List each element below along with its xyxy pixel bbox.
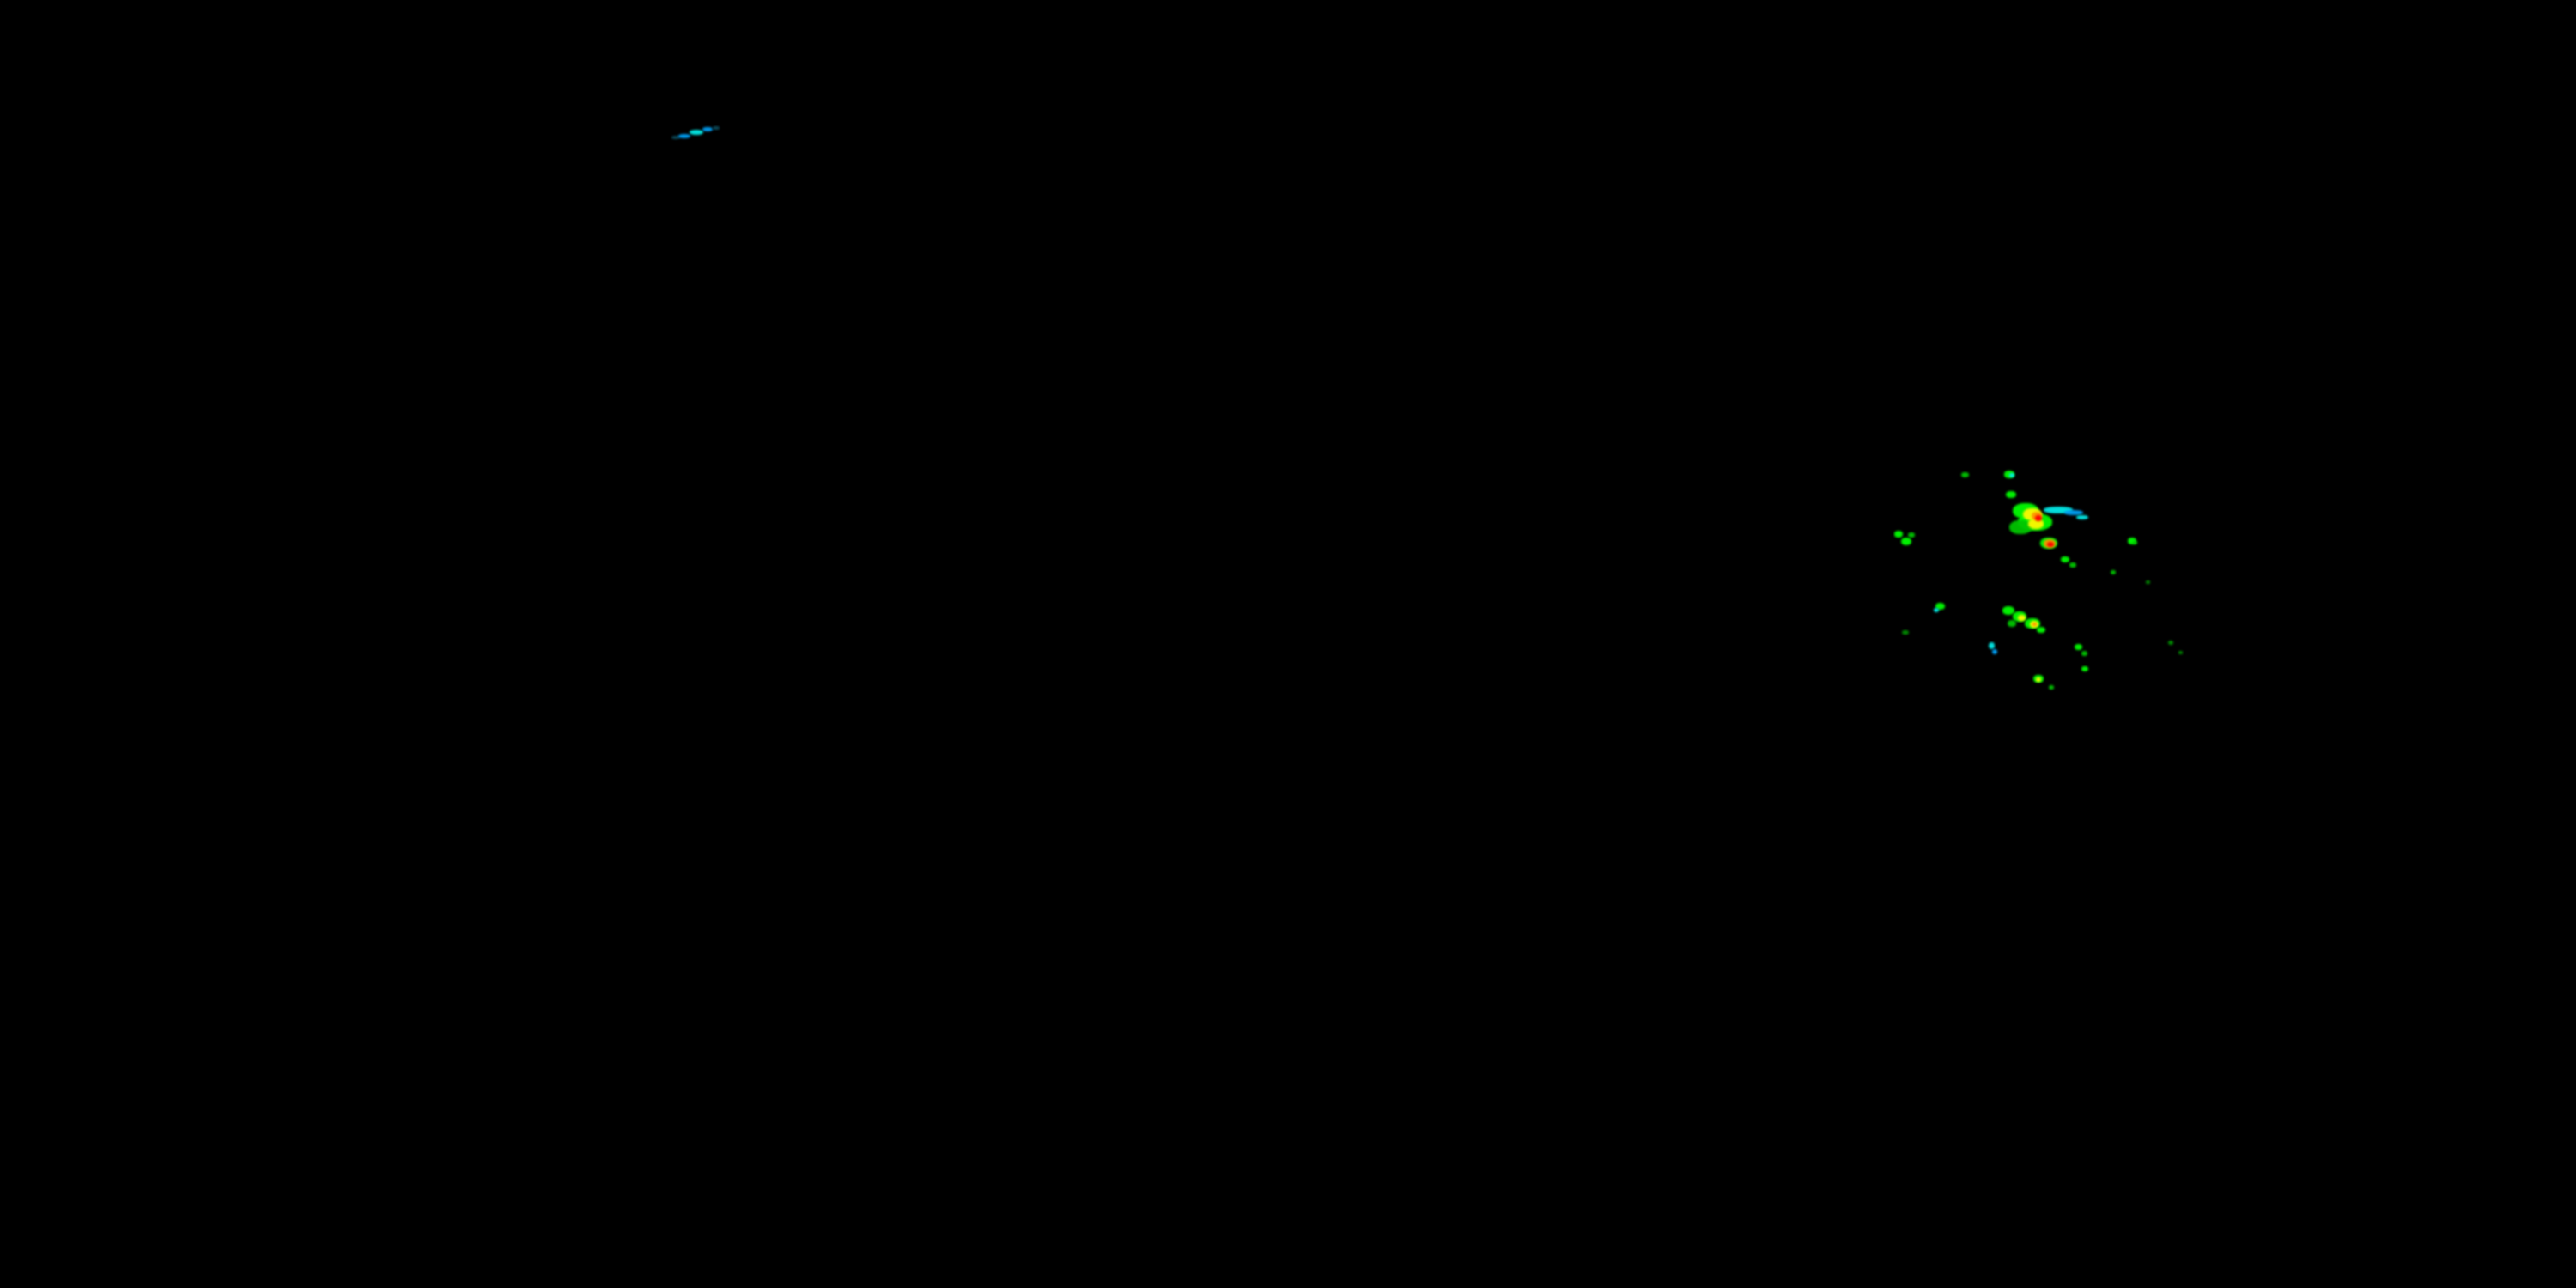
radar-cell bbox=[1908, 532, 1915, 538]
radar-cell bbox=[2146, 580, 2150, 584]
radar-cell bbox=[1902, 630, 1909, 635]
radar-cell bbox=[2035, 515, 2042, 521]
radar-cell bbox=[2061, 556, 2069, 562]
radar-cell bbox=[2049, 685, 2054, 690]
radar-cell bbox=[2002, 606, 2014, 615]
radar-cell bbox=[2128, 538, 2136, 544]
radar-cell bbox=[678, 134, 690, 138]
radar-cell bbox=[2111, 570, 2116, 574]
radar-cell bbox=[2133, 541, 2137, 544]
radar-cell bbox=[1989, 642, 1995, 649]
radar-cell bbox=[2064, 510, 2083, 515]
radar-cell bbox=[2009, 520, 2032, 534]
radar-cell bbox=[2028, 519, 2044, 529]
radar-cell bbox=[1934, 608, 1939, 612]
radar-cell bbox=[2081, 666, 2088, 671]
radar-cell bbox=[1901, 538, 1911, 545]
radar-cell bbox=[2036, 677, 2041, 682]
radar-cell bbox=[2006, 491, 2016, 498]
radar-cell bbox=[702, 127, 713, 131]
radar-cell bbox=[2168, 641, 2173, 645]
radar-cell bbox=[2008, 620, 2016, 627]
radar-cell bbox=[2044, 507, 2073, 513]
radar-cell bbox=[1935, 603, 1945, 610]
radar-cell bbox=[2018, 615, 2026, 621]
radar-cell bbox=[2076, 515, 2088, 519]
radar-cell bbox=[713, 126, 720, 130]
radar-cell bbox=[2081, 651, 2087, 656]
radar-cell bbox=[1992, 649, 1997, 654]
radar-cell bbox=[2069, 562, 2076, 568]
radar-cell bbox=[690, 130, 703, 135]
radar-cell bbox=[1961, 472, 1969, 477]
radar-cell bbox=[2009, 473, 2014, 477]
radar-cell bbox=[2047, 542, 2054, 547]
radar-cell bbox=[2178, 651, 2183, 654]
radar-cell bbox=[2032, 623, 2037, 626]
radar-cell bbox=[2075, 644, 2082, 650]
radar-cell bbox=[1894, 531, 1903, 538]
radar-cell bbox=[2037, 627, 2045, 633]
radar-cell bbox=[671, 136, 680, 139]
